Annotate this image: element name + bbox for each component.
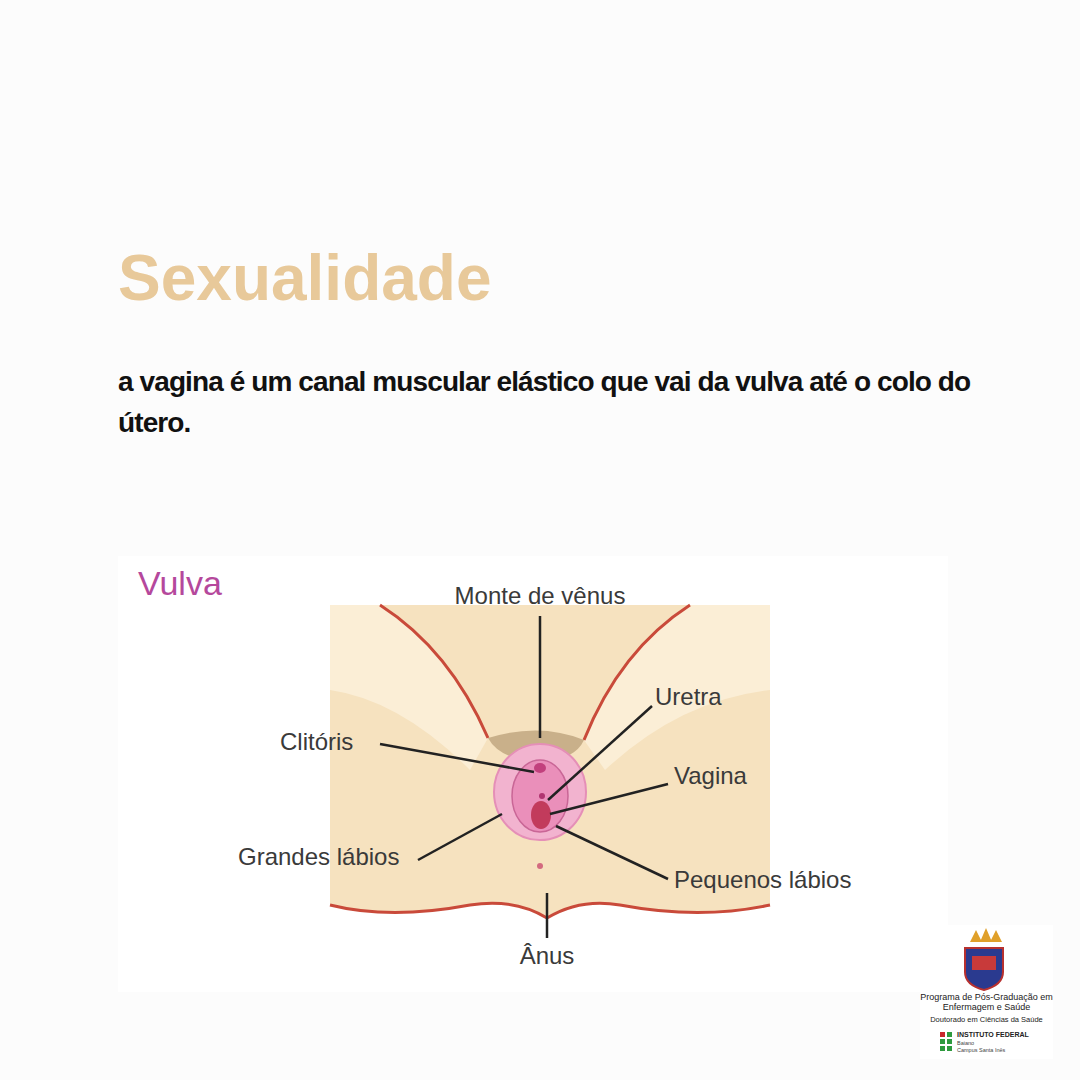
university-emblem: [965, 948, 1003, 990]
leader-line: [539, 616, 542, 738]
part-label: Clitóris: [280, 728, 353, 757]
leader-line: [556, 826, 668, 879]
leader-line: [546, 893, 549, 938]
logo-text: Programa de Pós-Graduação em Enfermagem …: [920, 993, 1053, 1013]
right-thigh: [584, 605, 770, 770]
leader-line: [548, 706, 652, 800]
part-label: Monte de vênus: [400, 582, 680, 611]
buttocks-outline: [330, 903, 770, 918]
part-label: Vagina: [674, 762, 747, 791]
outer-labia-shape: [494, 744, 586, 840]
panel-title: Vulva: [138, 563, 222, 604]
logo-text: INSTITUTO FEDERAL: [957, 1031, 1029, 1039]
leader-line: [550, 784, 668, 814]
urethra-shape: [539, 793, 545, 799]
inner-labia-shape: [512, 760, 568, 832]
if-logo: [940, 1032, 952, 1051]
emblem-detail: [972, 956, 996, 970]
left-thigh: [330, 605, 488, 770]
part-label: Grandes lábios: [238, 843, 399, 872]
leader-line: [380, 744, 534, 772]
leader-line: [418, 814, 502, 860]
logo-text: Doutorado em Ciências da Saúde: [920, 1015, 1053, 1024]
clitoris-shape: [534, 763, 546, 773]
page-title: Sexualidade: [118, 240, 492, 317]
part-label: Uretra: [655, 683, 722, 712]
logo-text: Campus Santa Inês: [957, 1047, 1005, 1054]
body-text: a vagina é um canal muscular elástico qu…: [118, 362, 998, 443]
logo-panel: [920, 925, 1053, 1059]
logo-text: Baiano: [957, 1040, 974, 1047]
emblem-flames: [970, 928, 1002, 942]
anus-shape: [537, 863, 543, 869]
part-label: Ânus: [497, 942, 597, 971]
part-label: Pequenos lábios: [674, 866, 851, 895]
illustration-panel: [118, 556, 948, 992]
vaginal-opening-shape: [531, 801, 551, 829]
thigh-outline: [380, 605, 488, 738]
